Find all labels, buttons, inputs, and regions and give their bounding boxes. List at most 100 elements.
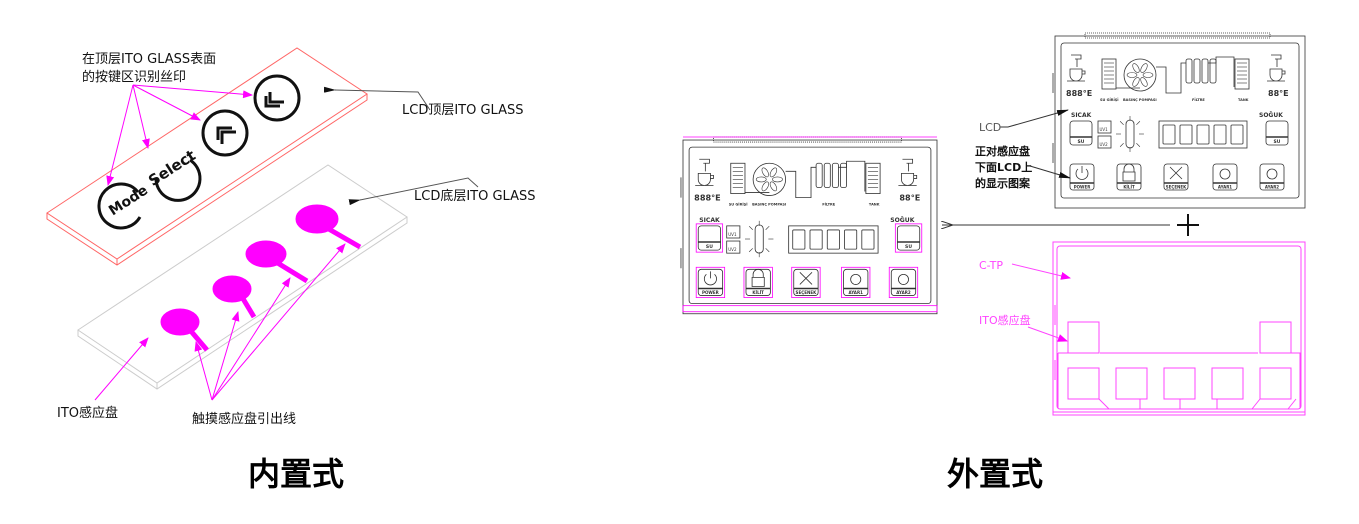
filter-cartridge-icon bbox=[1193, 58, 1201, 84]
hot-label: SICAK bbox=[1071, 112, 1092, 119]
touch-key-outline bbox=[841, 266, 871, 298]
ito-pad bbox=[1259, 321, 1292, 354]
touch-key-outline bbox=[894, 223, 923, 253]
digit-segment bbox=[1179, 124, 1193, 145]
tools-icon bbox=[799, 272, 813, 285]
lamp-ray bbox=[765, 248, 770, 253]
key-label: POWER bbox=[1074, 185, 1091, 190]
ctp-panel bbox=[1052, 241, 1306, 416]
ito-pad bbox=[1163, 367, 1196, 400]
ito-pad bbox=[1067, 321, 1100, 354]
lcd-key-power bbox=[697, 268, 724, 296]
pattern-label-line1: 正对感应盘 bbox=[975, 144, 1030, 158]
ito-pad bbox=[212, 275, 252, 303]
digit-segment bbox=[1230, 124, 1244, 145]
ctp-callouts bbox=[1011, 263, 1071, 342]
fan-blade bbox=[1142, 72, 1154, 78]
fan-blade bbox=[772, 176, 783, 183]
su-label: SU bbox=[1078, 139, 1085, 145]
uv2-label: UV2 bbox=[728, 247, 737, 252]
mode-button-print bbox=[97, 182, 142, 230]
pad-lead bbox=[188, 328, 209, 352]
lock-icon bbox=[751, 268, 765, 287]
filter-cartridge-icon bbox=[831, 162, 839, 188]
down-arrow-icon bbox=[264, 92, 284, 108]
bottom-glass-label: LCD底层ITO GLASS bbox=[414, 188, 535, 204]
temp-readout-hot: 888°E bbox=[694, 193, 721, 203]
ito-pads bbox=[160, 204, 362, 352]
lamp-ray bbox=[1119, 142, 1124, 147]
ito-pad bbox=[1211, 367, 1244, 400]
faucet-icon bbox=[699, 158, 710, 172]
lamp-ray bbox=[1119, 121, 1124, 126]
lead-line-label: 触摸感应盘引出线 bbox=[192, 411, 296, 427]
up-arrow-icon bbox=[216, 126, 236, 144]
lcd-key-ayar1 bbox=[843, 268, 869, 296]
uv1-indicator bbox=[726, 225, 741, 239]
silk-print-label-line1: 在顶层ITO GLASS表面 bbox=[82, 52, 216, 67]
pad-lead bbox=[325, 225, 362, 250]
touch-key-outline bbox=[743, 266, 773, 298]
coffee-cup-icon bbox=[695, 172, 714, 186]
pump-fan-icon bbox=[752, 162, 787, 196]
key-label: SEÇENEK bbox=[796, 290, 818, 295]
uv2-indicator bbox=[726, 240, 741, 254]
external-title: 外置式 bbox=[947, 455, 1043, 493]
builtin-diagram: Select Mode 在顶层ITO GLASS表面 的按键区识别丝印 LCD顶… bbox=[46, 47, 535, 493]
touch-key-outline bbox=[888, 266, 919, 298]
lamp-ray bbox=[1136, 142, 1141, 147]
digit-display bbox=[1158, 120, 1248, 149]
filter-cartridge-icon bbox=[1209, 58, 1217, 84]
touch-key-outline bbox=[695, 223, 724, 253]
lamp-ray bbox=[748, 225, 753, 230]
power-icon bbox=[703, 271, 717, 286]
storage-tank-icon bbox=[865, 162, 881, 194]
lcd-key-ayar2 bbox=[890, 268, 917, 296]
key-label: KİLİT bbox=[752, 290, 764, 295]
gear-icon bbox=[897, 273, 909, 285]
digit-segment bbox=[826, 229, 840, 250]
lcd-key-seçenek bbox=[793, 268, 819, 296]
inlet-tank-icon bbox=[730, 162, 746, 194]
flow-label: FİLTRE bbox=[1192, 97, 1205, 102]
fan-blade bbox=[1132, 77, 1140, 87]
cold-water-button bbox=[1265, 120, 1289, 146]
temp-readout-hot: 888°E bbox=[1066, 89, 1092, 98]
temp-readout-cold: 88°E bbox=[899, 193, 920, 203]
flow-label: FİLTRE bbox=[822, 202, 836, 207]
lock-icon bbox=[1122, 163, 1136, 182]
flow-label: SU GİRİŞİ bbox=[729, 202, 748, 207]
touch-key-outline bbox=[695, 266, 726, 298]
lcd-viewing-area bbox=[688, 146, 932, 305]
uv1-indicator bbox=[1097, 120, 1112, 134]
filter-cartridge-icon bbox=[840, 162, 847, 188]
top-ito-glass bbox=[46, 47, 368, 266]
storage-tank-icon bbox=[1234, 58, 1250, 90]
su-label: SU bbox=[706, 244, 713, 250]
gear-icon bbox=[1219, 168, 1231, 180]
key-label: AYAR1 bbox=[849, 290, 864, 295]
ito-pad bbox=[160, 308, 200, 336]
hot-water-button bbox=[697, 225, 721, 251]
ito-pad bbox=[295, 204, 339, 234]
key-label: AYAR2 bbox=[1265, 185, 1279, 190]
ito-pad bbox=[245, 240, 287, 268]
lcd-key-seçenek bbox=[1163, 163, 1189, 191]
faucet-icon bbox=[1071, 54, 1082, 67]
filter-cartridge-icon bbox=[1185, 58, 1193, 84]
tools-icon bbox=[1169, 166, 1183, 180]
digit-segment bbox=[809, 229, 823, 250]
lcd-pin-strip bbox=[713, 136, 902, 143]
fan-blade bbox=[769, 181, 778, 192]
uv1-label: UV1 bbox=[728, 232, 737, 237]
fan-blade bbox=[755, 176, 767, 183]
touch-key-outline bbox=[791, 266, 821, 298]
pattern-label-line3: 的显示图案 bbox=[975, 176, 1031, 190]
enter-button-print bbox=[253, 74, 301, 122]
coffee-cup-icon bbox=[1067, 68, 1086, 82]
fan-blade bbox=[769, 167, 778, 178]
pattern-label-line2: 下面LCD上 bbox=[975, 160, 1032, 174]
lamp-ray bbox=[748, 248, 753, 253]
bottom-ito-glass bbox=[77, 164, 408, 390]
